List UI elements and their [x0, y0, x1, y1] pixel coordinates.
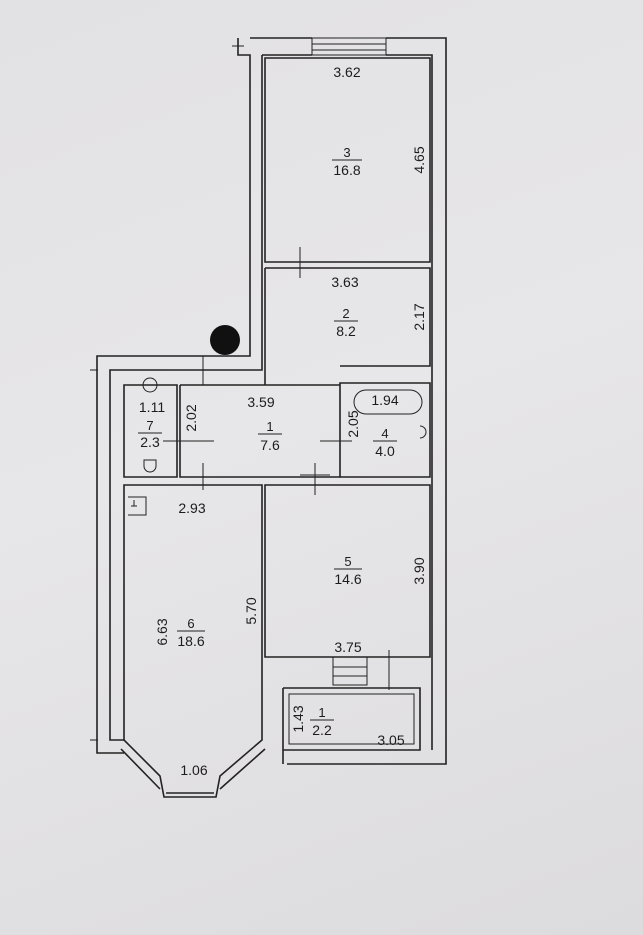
room-4-number: 4: [381, 426, 388, 441]
room-6-area: 18.6: [177, 633, 204, 649]
dim-room-3-width: 3.62: [333, 64, 360, 80]
dim-room-2-width: 3.63: [331, 274, 358, 290]
dim-bay-width: 1.06: [180, 762, 207, 778]
dim-bath-width: 1.94: [371, 392, 398, 408]
dim-room-3-length: 4.65: [411, 146, 427, 173]
room-5-label: 5 14.6: [334, 554, 362, 587]
room-6-walls: [120, 484, 266, 798]
dim-room-6-width: 2.93: [178, 500, 205, 516]
top-window: [311, 37, 387, 56]
riser-column: [210, 325, 240, 355]
balcony-walls: [282, 650, 421, 764]
dim-room-6-length: 5.70: [243, 597, 259, 624]
outer-walls: [90, 37, 447, 765]
dim-room-5-length: 3.90: [411, 557, 427, 584]
room-1-area: 7.6: [260, 437, 280, 453]
room-3-walls: [264, 57, 431, 278]
dim-wc-width: 1.11: [139, 399, 165, 415]
room-4-label: 4 4.0: [373, 426, 397, 459]
room-3-label: 3 16.8: [332, 145, 362, 178]
room-3-area: 16.8: [333, 162, 360, 178]
room-4-area: 4.0: [375, 443, 395, 459]
room-7-area: 2.3: [140, 434, 160, 450]
dim-hall-width: 3.59: [247, 394, 274, 410]
room-7-walls: [123, 377, 190, 478]
dim-room-2-length: 2.17: [411, 303, 427, 330]
room-1-label: 1 7.6: [258, 419, 282, 453]
room-2-label: 2 8.2: [334, 306, 358, 339]
room-2-area: 8.2: [336, 323, 356, 339]
dim-hall-length: 2.02: [183, 404, 199, 431]
room-1-number: 1: [266, 419, 273, 434]
room-4-walls: [320, 382, 431, 478]
room-5-number: 5: [344, 554, 351, 569]
room-7-label: 7 2.3: [138, 418, 162, 450]
room-5-walls: [264, 474, 431, 658]
dim-balcony-length: 1.43: [290, 705, 306, 732]
room-2-walls: [264, 267, 431, 385]
dim-bath-length: 2.05: [345, 410, 361, 437]
room-1-walls: [179, 356, 340, 495]
dim-room-6-total: 6.63: [154, 618, 170, 645]
room-5-area: 14.6: [334, 571, 361, 587]
dim-balcony-width: 3.05: [377, 732, 404, 748]
balcony-area: 2.2: [312, 722, 332, 738]
balcony-label: 1 2.2: [310, 705, 334, 738]
dim-room-5-width: 3.75: [334, 639, 361, 655]
balcony-number: 1: [318, 705, 325, 720]
room-2-number: 2: [342, 306, 349, 321]
room-6-label: 6 18.6: [177, 616, 205, 649]
room-7-number: 7: [146, 418, 153, 433]
room-6-number: 6: [187, 616, 194, 631]
room-3-number: 3: [343, 145, 350, 160]
